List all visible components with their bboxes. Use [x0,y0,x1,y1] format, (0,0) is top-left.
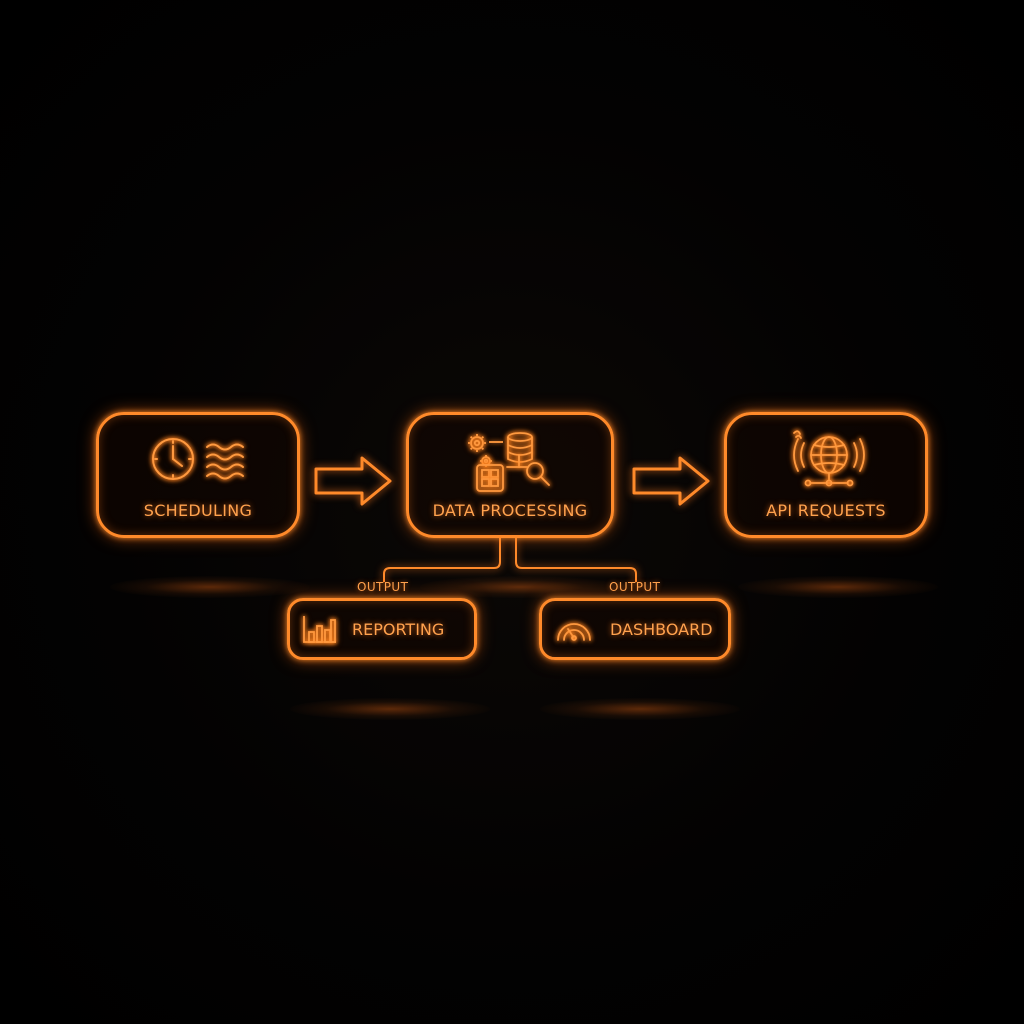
scheduling-node[interactable]: SCHEDULING [96,412,300,538]
reporting-node[interactable]: REPORTING [287,598,477,660]
clock-icon [152,438,194,480]
reporting-reflection [290,698,490,720]
arrow-right-icon [632,456,710,506]
api-requests-label: API REQUESTS [766,501,886,520]
arrow-right-icon [314,456,392,506]
grid-icon [476,464,504,492]
reporting-output-tag: OUTPUT [357,580,409,594]
api-requests-node[interactable]: API REQUESTS [724,412,928,538]
scheduling-reflection [110,576,310,598]
reporting-label: REPORTING [352,620,445,639]
dashboard-node[interactable]: DASHBOARD [539,598,731,660]
gears-icon [468,434,492,467]
dashboard-label: DASHBOARD [610,620,713,639]
bar-chart-icon [303,616,336,643]
dashboard-output-tag: OUTPUT [609,580,661,594]
globe-icon [804,436,854,487]
database-icon [507,432,533,463]
data-processing-node[interactable]: DATA PROCESSING [406,412,614,538]
output-connector-right [515,538,637,582]
data-processing-label: DATA PROCESSING [432,501,588,520]
signal-icon [793,430,865,472]
api-reflection [738,576,938,598]
output-connector-left [383,538,501,582]
processing-reflection [420,576,620,598]
link-line-icon [489,441,503,443]
gauge-icon [557,623,591,641]
magnifier-icon [506,454,550,486]
waves-icon [206,443,244,480]
scheduling-label: SCHEDULING [143,501,253,520]
dashboard-reflection [540,698,740,720]
